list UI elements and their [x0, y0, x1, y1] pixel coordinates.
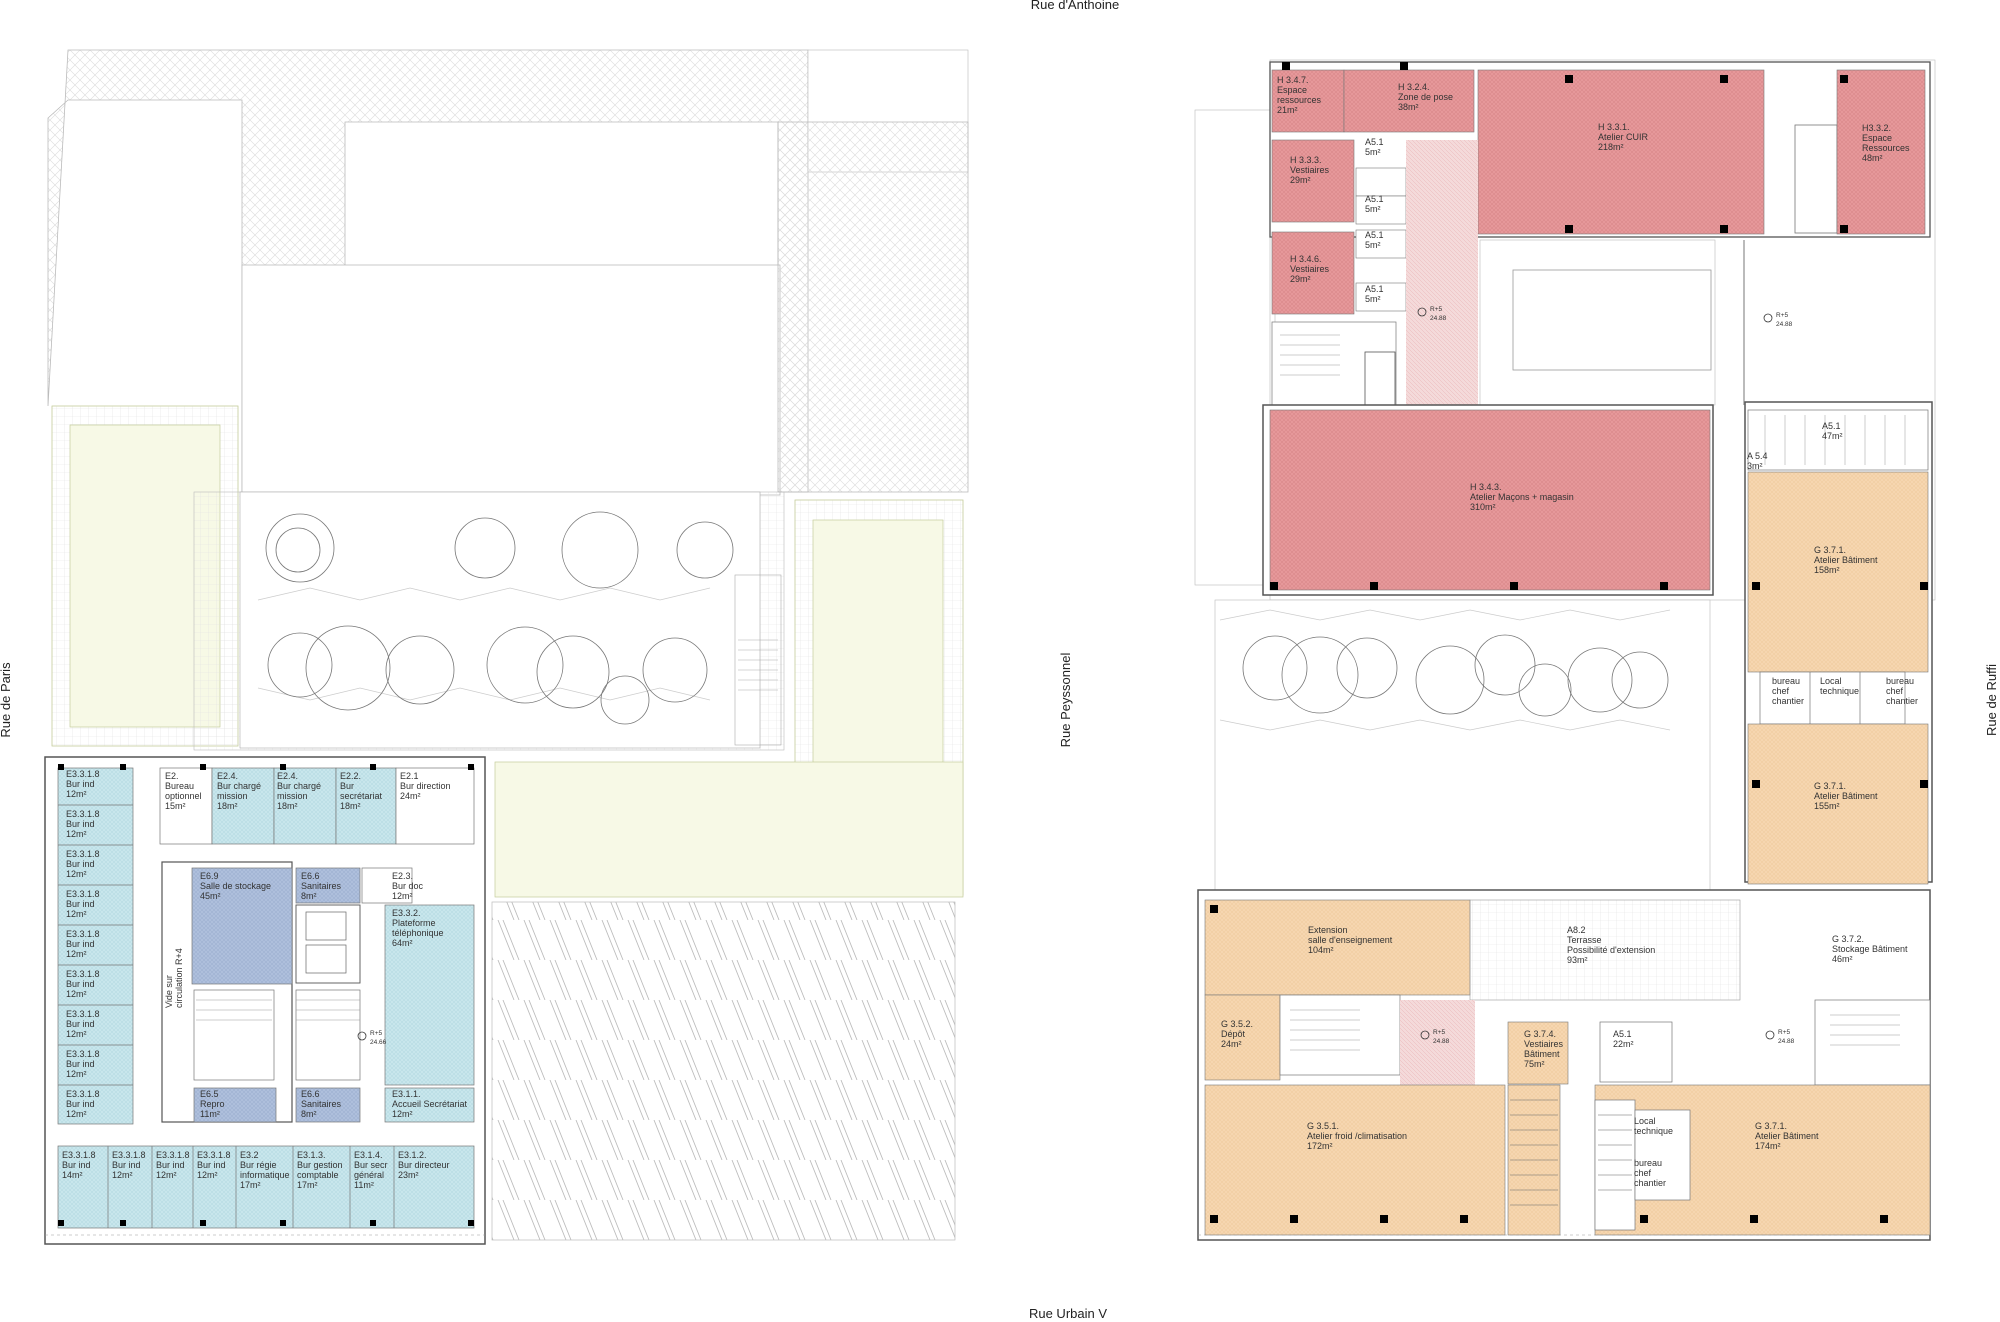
level-label: R+5	[370, 1030, 382, 1037]
tree-icon	[1242, 634, 1669, 717]
street-label-south: Rue Urbain V	[1029, 1306, 1107, 1321]
street-label-east: Rue de Ruffi	[1984, 664, 1999, 736]
street-label-center: Rue Peyssonnel	[1058, 653, 1073, 748]
level-elevation: 24.88	[1433, 1038, 1450, 1045]
void-label: Vide sur circulation R+4	[164, 948, 184, 1008]
level-elevation: 24.66	[370, 1039, 387, 1046]
level-elevation: 24.88	[1776, 321, 1793, 328]
street-label-west: Rue de Paris	[0, 662, 13, 738]
level-marker: R+5 24.88 R+5 24.88 R+5 24.88 R+5 24.88 …	[357, 306, 1795, 1046]
level-label: R+5	[1430, 306, 1442, 313]
level-elevation: 24.88	[1430, 315, 1447, 322]
level-elevation: 24.88	[1778, 1038, 1795, 1045]
level-label: R+5	[1433, 1029, 1445, 1036]
tree-icon	[265, 511, 734, 725]
level-label: R+5	[1776, 312, 1788, 319]
street-label-north: Rue d'Anthoine	[1031, 0, 1120, 12]
right-plan	[1194, 59, 1936, 1241]
left-plan	[44, 49, 969, 1245]
level-label: R+5	[1778, 1029, 1790, 1036]
